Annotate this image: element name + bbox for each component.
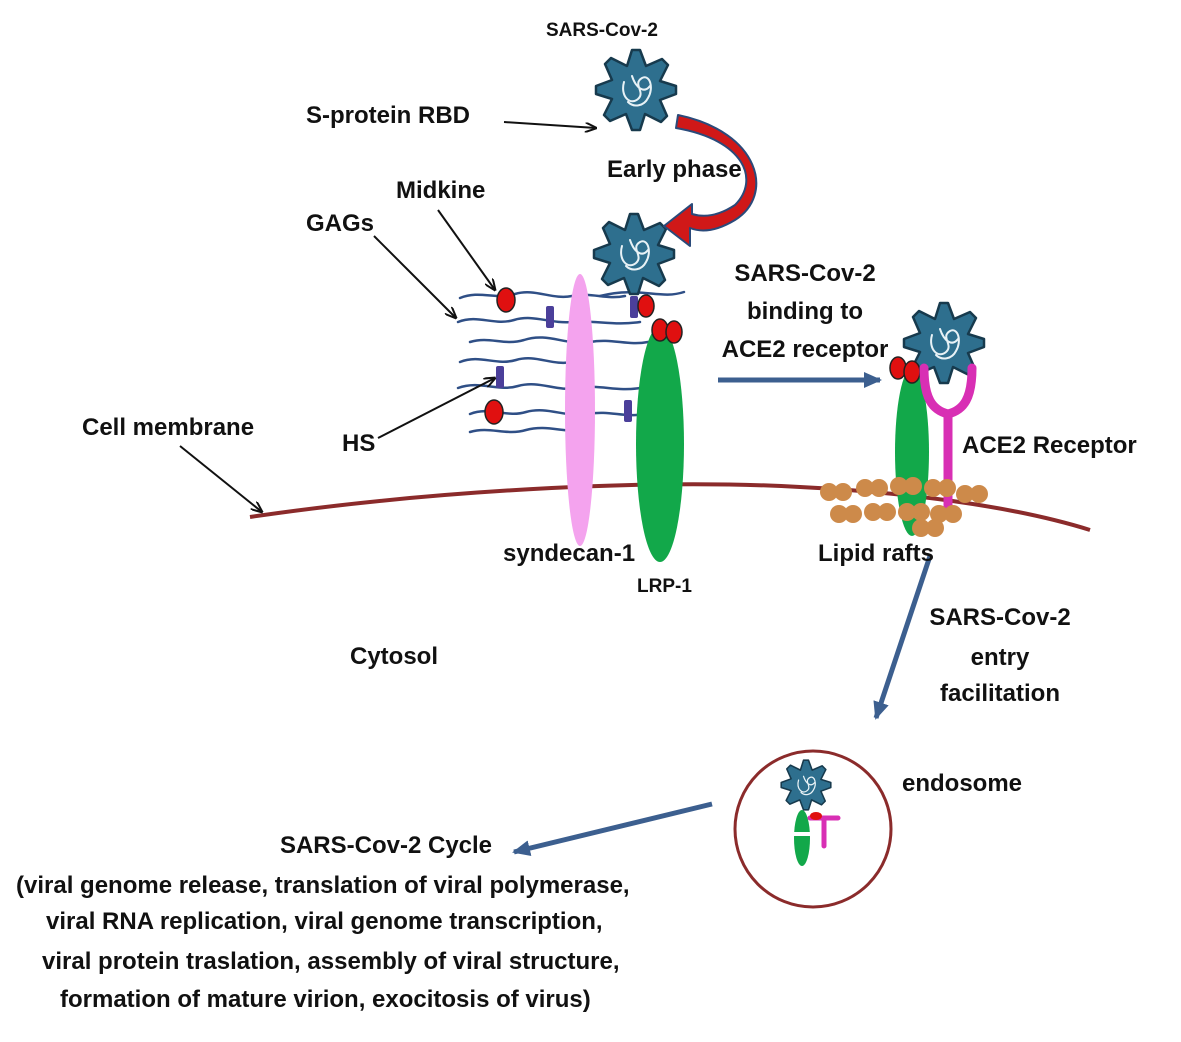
midkine-label: Midkine <box>396 177 486 204</box>
ace2-receptor-label: ACE2 Receptor <box>962 432 1137 459</box>
cycle-title-label: SARS-Cov-2 Cycle <box>279 832 493 859</box>
syndecan-1-label: syndecan-1 <box>503 540 636 567</box>
binding-label-line1: SARS-Cov-2 <box>734 260 876 287</box>
hs-blocks <box>496 296 638 422</box>
lrp-at-raft-shape <box>895 368 929 536</box>
endosome-circle <box>733 749 893 909</box>
cycle-description-line2: viral RNA replication, viral genome tran… <box>46 908 603 935</box>
gags-pointer-arrow <box>373 235 456 318</box>
endosome-contents <box>780 759 841 866</box>
early-phase-arrow <box>663 114 758 247</box>
gags-label: GAGs <box>306 210 375 237</box>
cycle-description-line1: (viral genome release, translation of vi… <box>16 872 630 899</box>
virus-top-label: SARS-Cov-2 <box>546 20 658 41</box>
cycle-flow-arrow <box>512 801 713 857</box>
lrp-midkine-dots <box>637 294 683 344</box>
cytosol-label: Cytosol <box>350 643 439 670</box>
early-phase-label: Early phase <box>607 156 742 183</box>
entry-label-line1: SARS-Cov-2 <box>929 604 1071 631</box>
lrp-1-shape <box>636 326 684 562</box>
entry-label-line2: entry <box>970 644 1030 671</box>
virus-bound-lrp-icon <box>592 212 676 296</box>
endosome-label: endosome <box>902 770 1023 797</box>
cycle-description-line4: formation of mature virion, exocitosis o… <box>60 986 591 1013</box>
cell-membrane-pointer-arrow <box>179 445 262 512</box>
lrp-1-label: LRP-1 <box>637 576 692 597</box>
virus-top-icon <box>594 48 678 132</box>
binding-label-line2: binding to <box>747 298 863 325</box>
entry-flow-arrow <box>873 555 933 720</box>
cell-membrane-line <box>249 482 1091 532</box>
entry-label-line3: facilitation <box>939 680 1060 707</box>
cycle-description-line3: viral protein traslation, assembly of vi… <box>42 948 620 975</box>
ace2-midkine-dots <box>889 356 921 384</box>
binding-label-line3: ACE2 receptor <box>721 336 889 363</box>
hs-pointer-arrow <box>377 378 495 439</box>
hs-label: HS <box>342 430 376 457</box>
midkine-dots <box>484 287 516 425</box>
syndecan-1-shape <box>565 274 595 546</box>
s-protein-rbd-label: S-protein RBD <box>306 102 470 129</box>
lipid-rafts-label: Lipid rafts <box>818 540 935 567</box>
midkine-pointer-arrow <box>437 209 495 290</box>
cell-membrane-label: Cell membrane <box>82 414 255 441</box>
s-protein-pointer-arrow <box>503 121 596 128</box>
lipid-rafts <box>820 477 988 537</box>
